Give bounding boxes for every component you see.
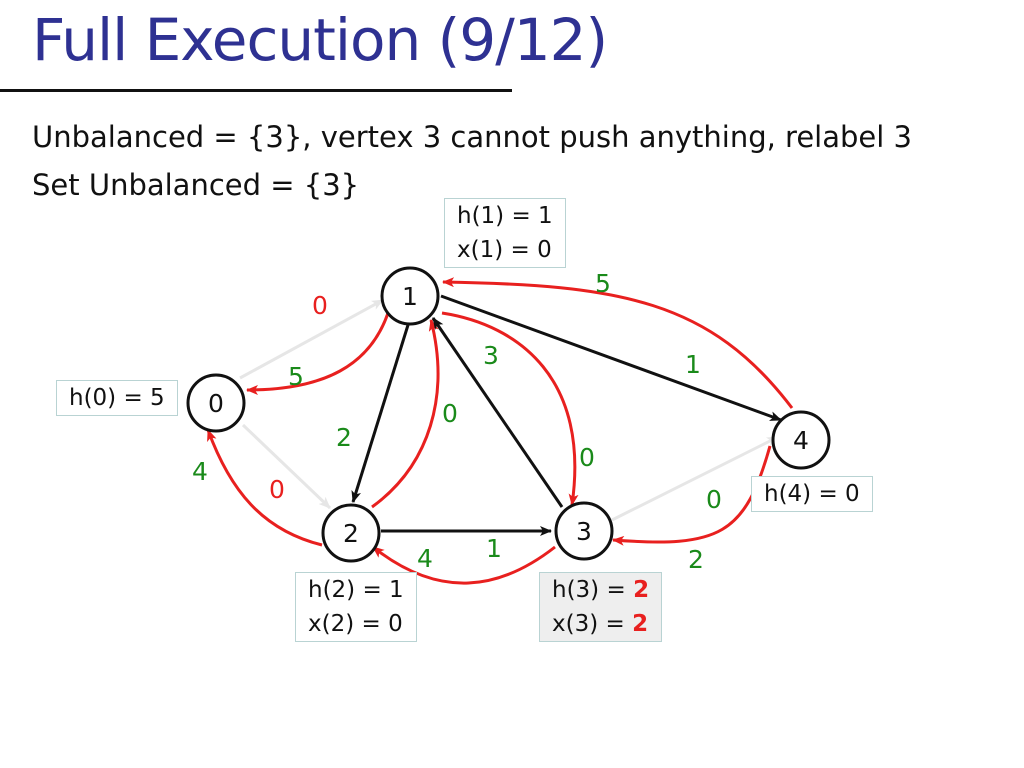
node-2: 2 (321, 503, 381, 563)
edge-label-2-3: 1 (486, 534, 502, 563)
edge-label-4-1: 5 (595, 269, 611, 298)
node-1-label: 1 (402, 282, 418, 311)
text-line-1: Unbalanced = {3}, vertex 3 cannot push a… (32, 120, 912, 154)
excess-node-2: x(2) = 0 (308, 611, 403, 637)
height-node-0: h(0) = 5 (69, 385, 165, 411)
edge-3-4-faded (611, 435, 779, 522)
edge-4-1-red (442, 277, 794, 409)
edge-label-1-2: 2 (336, 423, 352, 452)
edge-label-3-1: 3 (483, 341, 499, 370)
edge-3-2-red (372, 545, 556, 585)
height-node-4: h(4) = 0 (764, 481, 860, 507)
height-prefix-node-3: h(3) = (552, 577, 634, 603)
node-1: 1 (380, 266, 440, 326)
edge-3-1-black (431, 317, 564, 508)
excess-prefix-node-3: x(3) = (552, 611, 633, 637)
height-box-node-1: h(1) = 1 x(1) = 0 (444, 198, 566, 268)
edge-label-1-4: 1 (685, 350, 701, 379)
node-3-label: 3 (576, 517, 592, 546)
edge-0-1-faded (239, 298, 384, 380)
height-box-node-4: h(4) = 0 (751, 476, 873, 512)
height-node-2: h(2) = 1 (308, 577, 404, 603)
edge-label-2-0: 4 (192, 457, 208, 486)
node-3: 3 (554, 501, 614, 561)
edge-2-1-red (371, 319, 440, 509)
slide-title: Full Execution (9/12) (32, 6, 608, 74)
excess-row-node-3: x(3) = 2 (552, 607, 649, 641)
edge-label-1-0: 5 (288, 362, 304, 391)
edge-label-1-3: 0 (579, 443, 595, 472)
edge-label-3-2: 4 (417, 544, 433, 573)
edge-label-3-4: 0 (706, 485, 722, 514)
edge-1-4-black (440, 294, 782, 422)
node-4: 4 (771, 410, 831, 470)
excess-value-node-3: 2 (632, 611, 649, 637)
node-2-label: 2 (343, 519, 359, 548)
edge-label-4-3: 2 (688, 545, 704, 574)
height-box-node-2: h(2) = 1 x(2) = 0 (295, 572, 417, 642)
node-0: 0 (186, 373, 246, 433)
edge-1-3-red (441, 311, 579, 506)
edge-label-2-1: 0 (442, 399, 458, 428)
height-value-node-3: 2 (633, 577, 650, 603)
node-0-label: 0 (208, 389, 224, 418)
edge-1-0-red (246, 312, 390, 395)
text-line-2: Set Unbalanced = {3} (32, 168, 360, 202)
title-underline (0, 89, 512, 92)
edge-2-0-red (206, 429, 323, 547)
edge-4-3-red (612, 445, 772, 546)
height-box-node-3: h(3) = 2 x(3) = 2 (539, 572, 663, 642)
edge-1-2-black (351, 324, 410, 503)
edge-label-0-1: 0 (312, 291, 328, 320)
edge-label-0-2: 0 (269, 475, 285, 504)
edge-0-2-faded (241, 423, 332, 510)
node-4-label: 4 (793, 426, 809, 455)
height-box-node-0: h(0) = 5 (56, 380, 178, 416)
height-node-1: h(1) = 1 (457, 203, 553, 229)
excess-node-1: x(1) = 0 (457, 237, 552, 263)
height-row-node-3: h(3) = 2 (552, 573, 649, 607)
